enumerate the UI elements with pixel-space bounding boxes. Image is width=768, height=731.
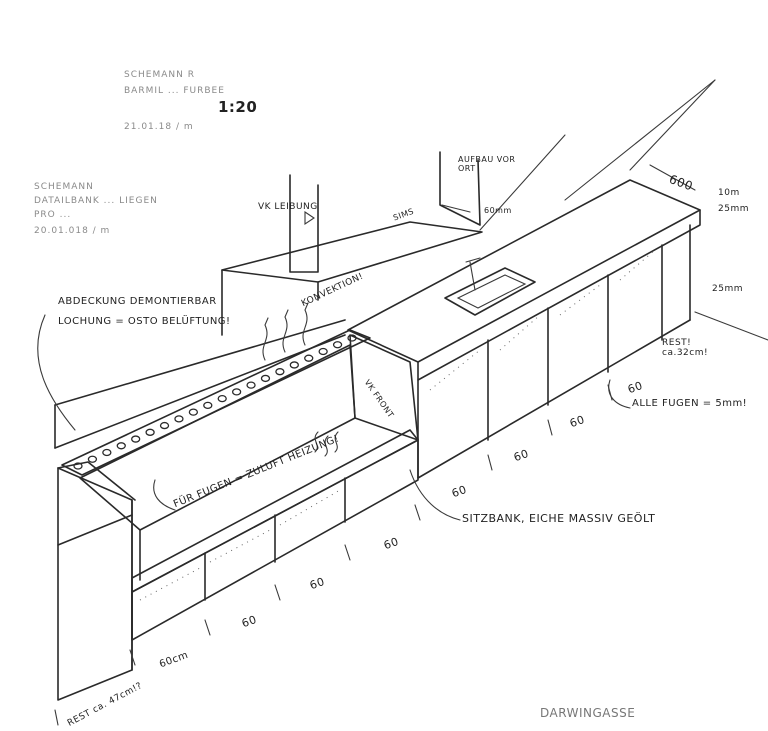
vent-hole [332, 341, 343, 349]
vent-hole [231, 388, 242, 396]
vent-hole [116, 442, 126, 450]
vent-hole [246, 381, 256, 389]
sink-icon [444, 257, 536, 316]
vent-hole [159, 421, 170, 430]
label-sitzbank: SITZBANK, EICHE MASSIV GEÖLT [462, 512, 656, 525]
label-vk-leibung: VK LEIBUNG [258, 202, 318, 212]
title2-extra: PRO ... [34, 210, 72, 220]
vent-hole [174, 415, 184, 423]
vent-hole [304, 354, 314, 362]
vent-hole [217, 394, 227, 403]
bench-side-panel [349, 334, 419, 441]
dim-10mm: 10m [718, 188, 740, 198]
window-opening [289, 151, 481, 273]
title-project: SCHEMANN R [124, 70, 195, 80]
label-60mm: 60mm [484, 206, 512, 215]
title2-date: 20.01.018 / m [34, 226, 111, 236]
title-subject: BARMIL ... FURBEE [124, 86, 225, 96]
vent-hole [318, 347, 328, 356]
heating-wiggles [314, 431, 339, 457]
title-scale: 1:20 [218, 98, 258, 116]
vent-hole [87, 455, 98, 463]
title2-project: SCHEMANN [34, 182, 94, 192]
kitchen-cabinet [347, 179, 701, 479]
vent-hole [275, 368, 285, 376]
dim-25mm-b: 25mm [712, 284, 743, 294]
vent-hole [131, 435, 141, 443]
window-sill [221, 204, 483, 336]
vent-hole [260, 374, 271, 383]
leader-lines [37, 164, 696, 521]
dimension-ticks [54, 384, 613, 726]
label-rest-right: REST! ca.32cm! [662, 338, 709, 358]
label-aufbau: AUFBAU VOR ORT [458, 155, 516, 173]
label-alle-fugen: ALLE FUGEN = 5mm! [632, 398, 748, 409]
vent-hole [289, 361, 299, 369]
vent-hole [188, 408, 199, 416]
left-end-cabinet [57, 461, 136, 701]
label-abdeckung-2: LOCHUNG = OSTO BELÜFTUNG! [58, 316, 231, 327]
title2-subject: DATAILBANK ... LIEGEN [34, 196, 158, 206]
vent-hole [145, 428, 155, 436]
dim-25mm-a: 25mm [718, 204, 749, 214]
vent-hole [203, 401, 213, 410]
back-wall [54, 319, 346, 449]
vent-hole [102, 448, 112, 457]
wall-lines [479, 79, 768, 341]
signature: DARWINGASSE [540, 706, 636, 720]
vent-cover [61, 329, 371, 476]
bench-back-panel [79, 344, 356, 581]
label-abdeckung-1: ABDECKUNG DEMONTIERBAR [58, 296, 217, 307]
convection-arrows [262, 302, 309, 361]
bench-front [131, 439, 419, 641]
title-date: 21.01.18 / m [124, 122, 194, 132]
